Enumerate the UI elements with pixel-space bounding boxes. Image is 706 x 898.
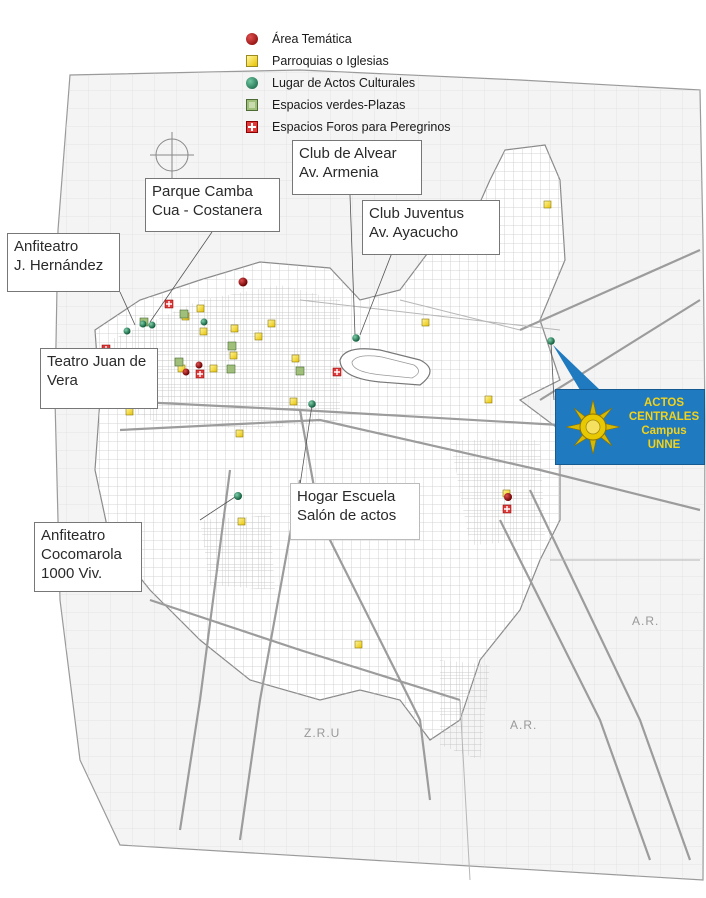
actos-pointer: [553, 345, 600, 390]
callout-club-juventus: Club Juventus Av. Ayacucho: [362, 200, 500, 255]
callout-line: Salón de actos: [297, 507, 397, 524]
callout-anfiteatro-cocomarola: Anfiteatro Cocomarola 1000 Viv.: [34, 522, 142, 592]
actos-line: UNNE: [647, 439, 681, 451]
sun-emblem-icon: [565, 399, 621, 455]
legend-label: Área Temática: [272, 32, 352, 46]
callout-line: Vera: [47, 372, 78, 389]
legend-item-tematica: Área Temática: [246, 28, 506, 50]
callout-line: Av. Armenia: [299, 164, 379, 181]
legend-label: Lugar de Actos Culturales: [272, 76, 416, 90]
tematica-markers: [182, 277, 512, 501]
callout-hogar-escuela: Hogar Escuela Salón de actos: [290, 483, 420, 540]
callout-line: Club de Alvear: [299, 145, 397, 162]
legend-label: Espacios Foros para Peregrinos: [272, 120, 451, 134]
callout-line: Cua - Costanera: [152, 202, 263, 219]
callout-line: Av. Ayacucho: [369, 224, 459, 241]
plaza-square-icon: [246, 99, 258, 111]
callout-line: 1000 Viv.: [41, 565, 103, 582]
green-dot-icon: [246, 77, 258, 89]
actos-line: Campus: [641, 425, 687, 437]
callout-line: Hogar Escuela: [297, 488, 396, 505]
red-dot-icon: [246, 33, 258, 45]
callout-line: Teatro Juan de: [47, 353, 147, 370]
actos-line: CENTRALES: [628, 411, 700, 423]
callout-club-alvear: Club de Alvear Av. Armenia: [292, 140, 422, 195]
callout-parque-camba: Parque Camba Cua - Costanera: [145, 178, 280, 232]
zone-label-ar-bottom: A.R.: [510, 718, 538, 732]
legend-label: Parroquias o Iglesias: [272, 54, 389, 68]
callout-line: Cocomarola: [41, 546, 122, 563]
callout-anfiteatro-hernandez: Anfiteatro J. Hernández: [7, 233, 120, 292]
callout-line: Anfiteatro: [14, 238, 79, 255]
north-arrow: [150, 132, 194, 178]
callout-line: Parque Camba: [152, 183, 253, 200]
legend-item-espacios-verdes: Espacios verdes-Plazas: [246, 94, 506, 116]
legend-item-parroquias: Parroquias o Iglesias: [246, 50, 506, 72]
actos-centrales-label: ACTOS CENTRALES Campus UNNE: [622, 396, 706, 452]
map-legend: Área Temática Parroquias o Iglesias Luga…: [246, 28, 506, 138]
callout-line: Club Juventus: [369, 205, 465, 222]
legend-item-foros: Espacios Foros para Peregrinos: [246, 116, 506, 138]
zone-label-ar-top: A.R.: [632, 614, 660, 628]
actos-centrales-box: ACTOS CENTRALES Campus UNNE: [555, 389, 705, 465]
legend-item-actos-culturales: Lugar de Actos Culturales: [246, 72, 506, 94]
yellow-square-icon: [246, 55, 258, 67]
zone-label-zru: Z.R.U: [304, 726, 341, 740]
callout-line: J. Hernández: [14, 257, 104, 274]
actos-line: ACTOS: [643, 397, 685, 409]
red-cross-icon: [246, 121, 258, 133]
callout-teatro-vera: Teatro Juan de Vera: [40, 348, 158, 409]
legend-label: Espacios verdes-Plazas: [272, 98, 406, 112]
callout-line: Anfiteatro: [41, 527, 106, 544]
cultural-markers: [123, 318, 555, 500]
